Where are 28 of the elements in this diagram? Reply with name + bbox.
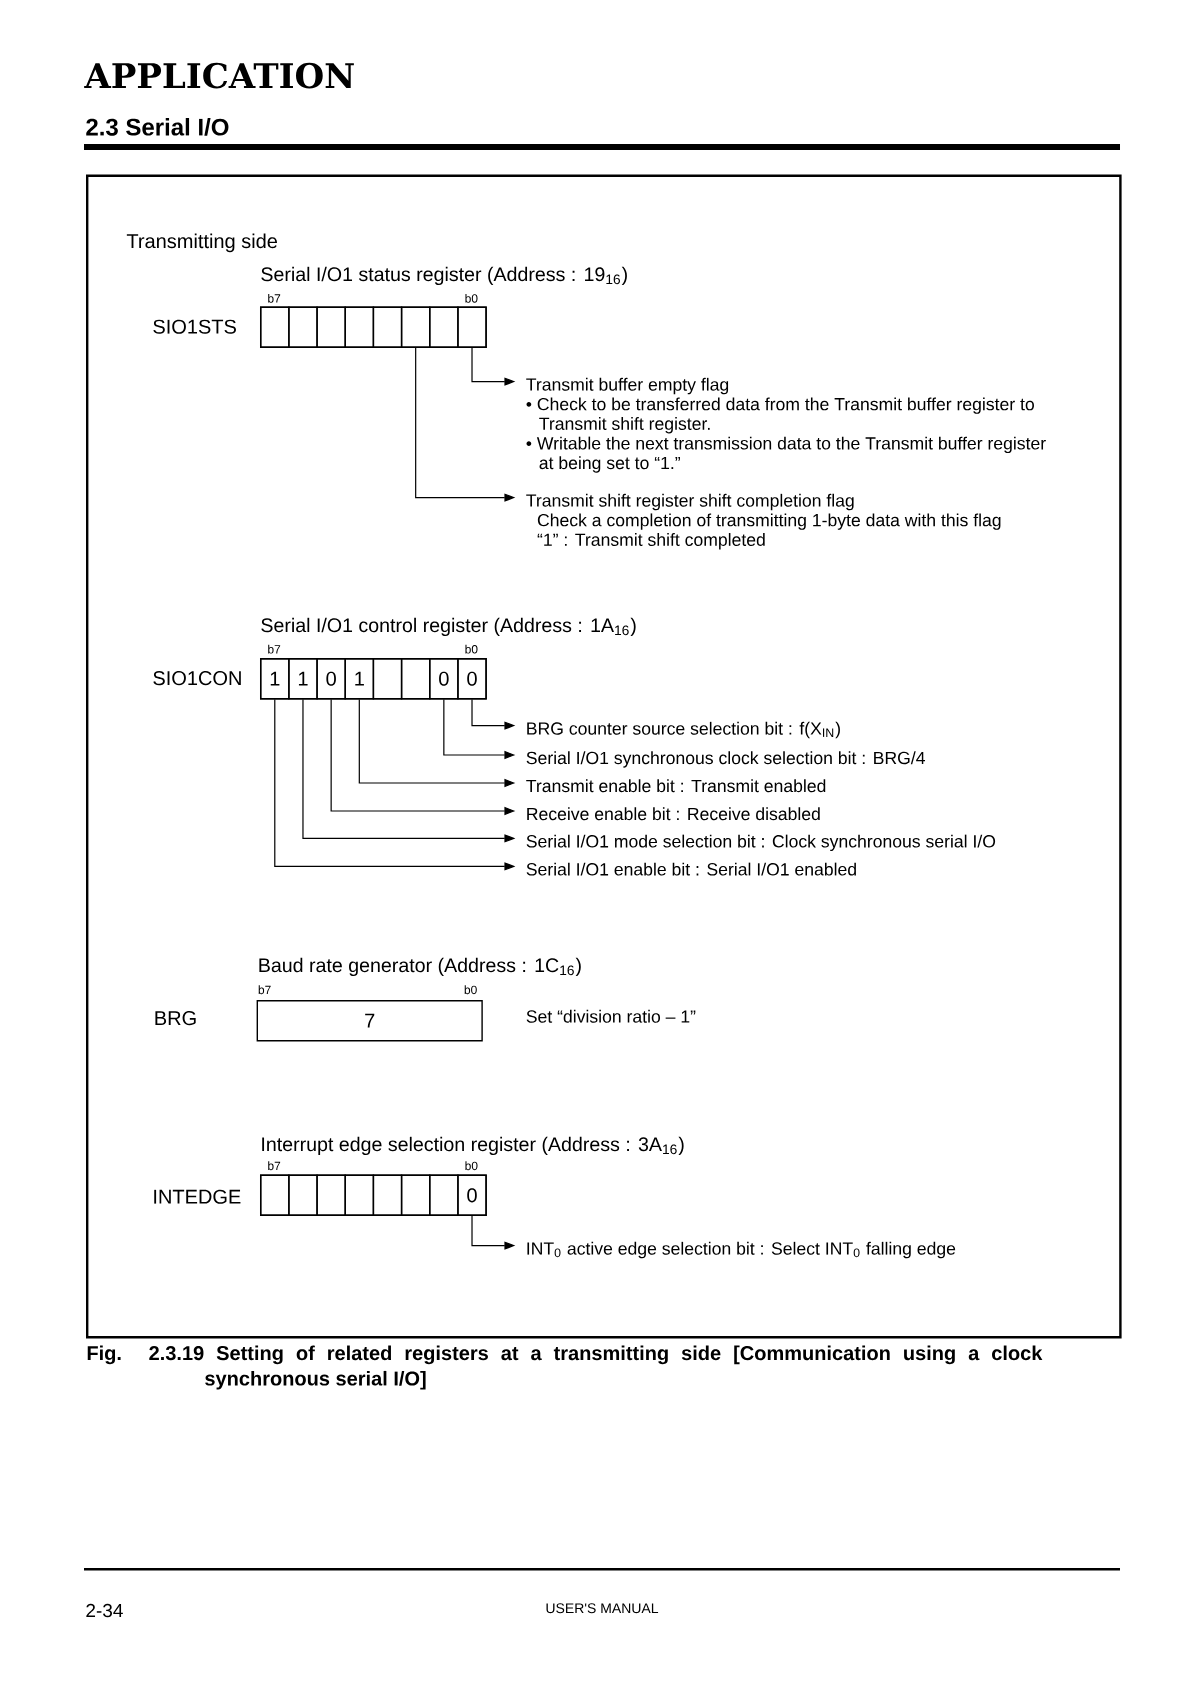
bit-description: Serial I/O1 mode selection bit : Clock synchronous serial I/O — [526, 834, 996, 852]
bit-description: Serial I/O1 synchronous clock selection bit : BRG/4 — [526, 751, 925, 768]
bit-description: Transmit enable bit : Transmit enabled — [526, 779, 826, 793]
page-title: APPLICATION — [84, 62, 354, 89]
flag-name: Transmit buffer empty flag — [526, 377, 729, 395]
note-text: Check a completion of transmitting 1-byte data with this flag — [537, 513, 1001, 530]
register-heading: Serial I/O1 control register (Address : 1A$_{16}$) — [261, 617, 636, 637]
register-name: INTEDGE — [154, 1189, 241, 1204]
bit-description: INT$_{0}$ active edge selection bit : Select INT$_{0}$ falling edge — [527, 1241, 956, 1259]
register-name: SIO1CON — [153, 671, 241, 686]
flag-name: Transmit shift register shift completion flag — [526, 493, 854, 511]
bit-description: Receive enable bit : Receive disabled — [527, 807, 820, 821]
note-text: “1” : Transmit shift completed — [537, 533, 765, 550]
register-box: 7 — [256, 1000, 483, 1042]
bit-description: Serial I/O1 enable bit : Serial I/O1 enabled — [526, 862, 856, 876]
note-text: Set “division ratio – 1” — [526, 1009, 696, 1023]
register-name: SIO1STS — [153, 319, 236, 334]
figure-caption: Fig. 2.3.19 Setting of related registers at a transmitting side [Communication using a clock synchronous serial I/O] — [87, 1345, 1043, 1390]
register-heading: Serial I/O1 status register (Address : 19$_{16}$) — [261, 266, 627, 286]
register-heading: Baud rate generator (Address : 1C$_{16}$) — [259, 957, 581, 977]
register-name: BRG — [155, 1011, 196, 1026]
frame-heading: Transmitting side — [126, 233, 277, 253]
bit-description: BRG counter source selection bit : f(X$_{IN}$) — [527, 721, 840, 739]
register-heading: Interrupt edge selection register (Address : 3A$_{16}$) — [262, 1136, 684, 1156]
bullet-note: • Writable the next transmission data to the Transmit buffer register at being set to “1.” — [526, 436, 1046, 473]
section-heading: 2.3 Serial I/O — [86, 118, 229, 136]
page-number: 2-34 — [86, 1603, 123, 1618]
bullet-note: • Check to be transferred data from the Transmit buffer register to Transmit shift register. — [526, 397, 1034, 434]
